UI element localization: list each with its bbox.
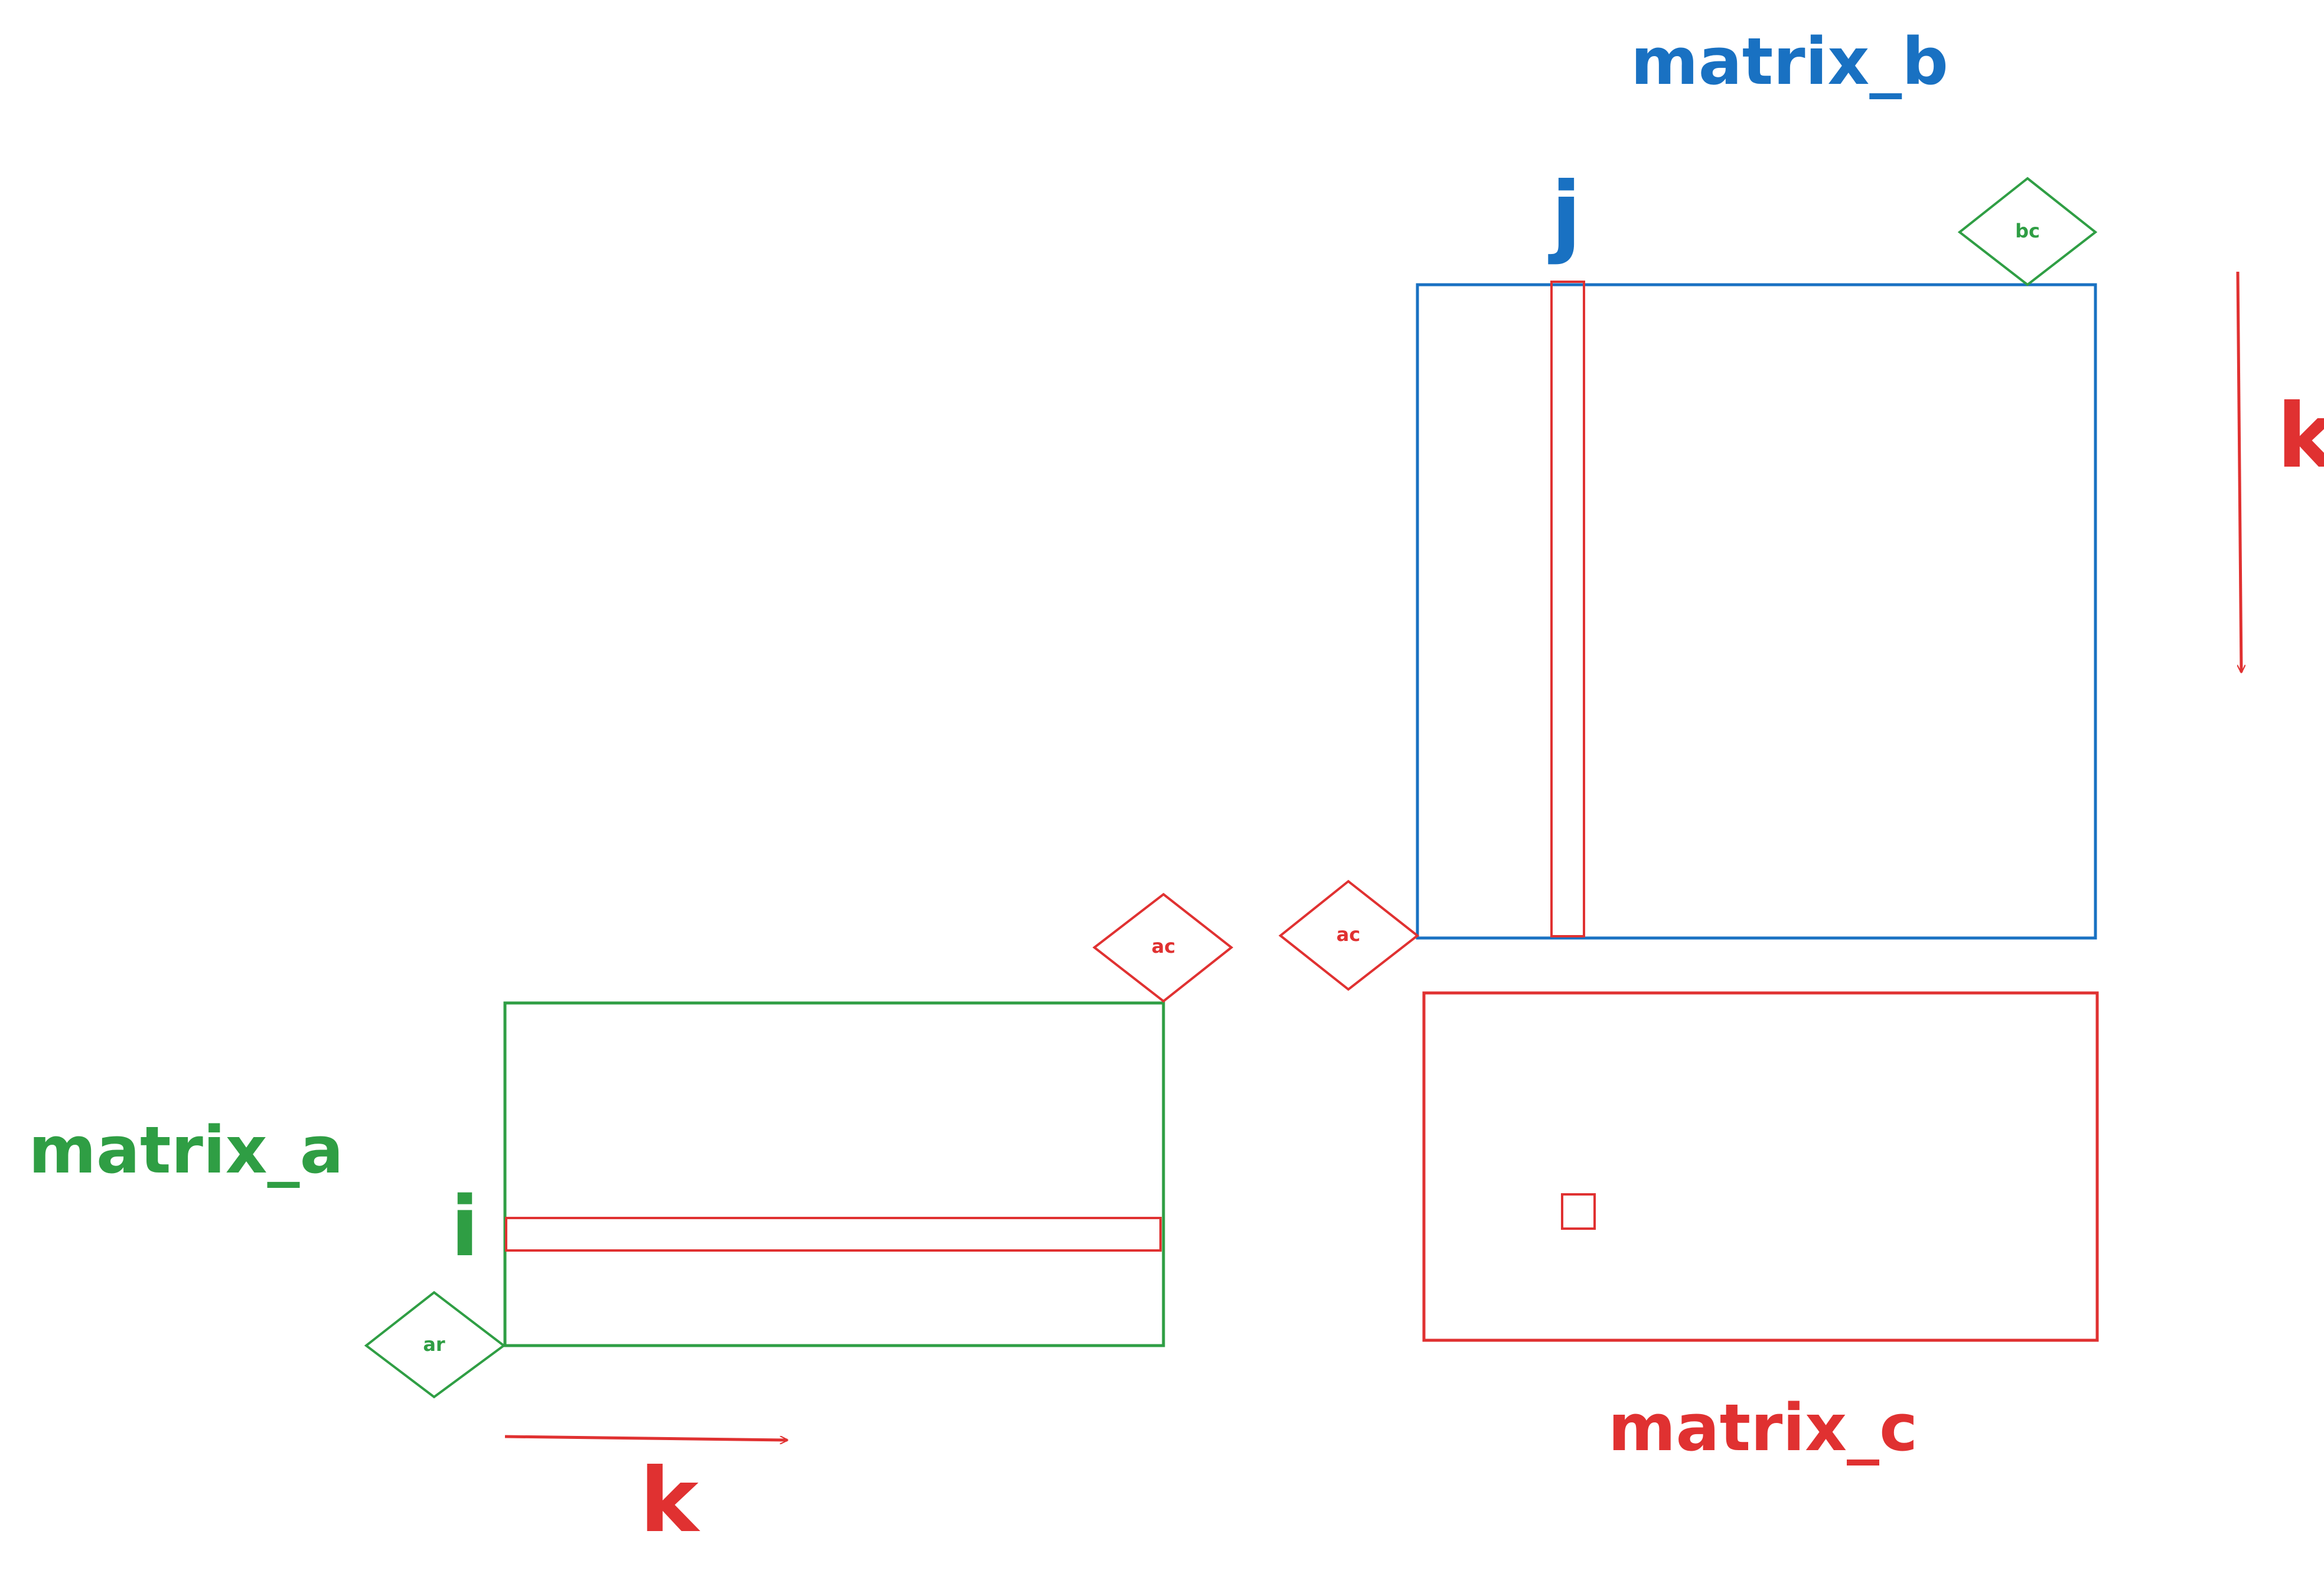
- matrix-a-k-label: k: [640, 1450, 700, 1552]
- matrix-b-cols-tag: [1957, 177, 2098, 286]
- matrix-c-title: matrix_c: [1608, 1390, 1918, 1465]
- matrix-a-row-label: i: [451, 1179, 479, 1275]
- matrix-c-rect: [1422, 991, 2099, 1342]
- matrix-b-k-arrow: [2236, 271, 2241, 672]
- matrix-b-cols-tag-label: bc: [2015, 220, 2040, 242]
- matrix-b-rows-tag: [1278, 880, 1420, 991]
- matrix-a-cols-tag: [1092, 893, 1234, 1003]
- matrix-c-cell-ij-highlight: [1561, 1193, 1596, 1230]
- matrix-a-k-arrow: [504, 1435, 787, 1440]
- matrix-a-rows-tag-label: ar: [423, 1333, 445, 1356]
- matrix-b-rows-tag-label: ac: [1337, 923, 1361, 946]
- matrix-a-cols-tag-label: ac: [1152, 935, 1176, 958]
- matrix-b-title: matrix_b: [1631, 24, 1948, 99]
- matrix-b-k-label: k: [2277, 385, 2324, 488]
- matrix-a-row-i-highlight: [505, 1217, 1162, 1252]
- matrix-a-rows-tag: [364, 1291, 506, 1399]
- matrix-a-title: matrix_a: [28, 1112, 344, 1188]
- matrix-b-column-j-highlight: [1550, 281, 1585, 937]
- matrix-b-column-label: j: [1548, 164, 1581, 266]
- matrix-b-rect: [1416, 283, 2097, 940]
- matrix-a-rect: [503, 1001, 1165, 1347]
